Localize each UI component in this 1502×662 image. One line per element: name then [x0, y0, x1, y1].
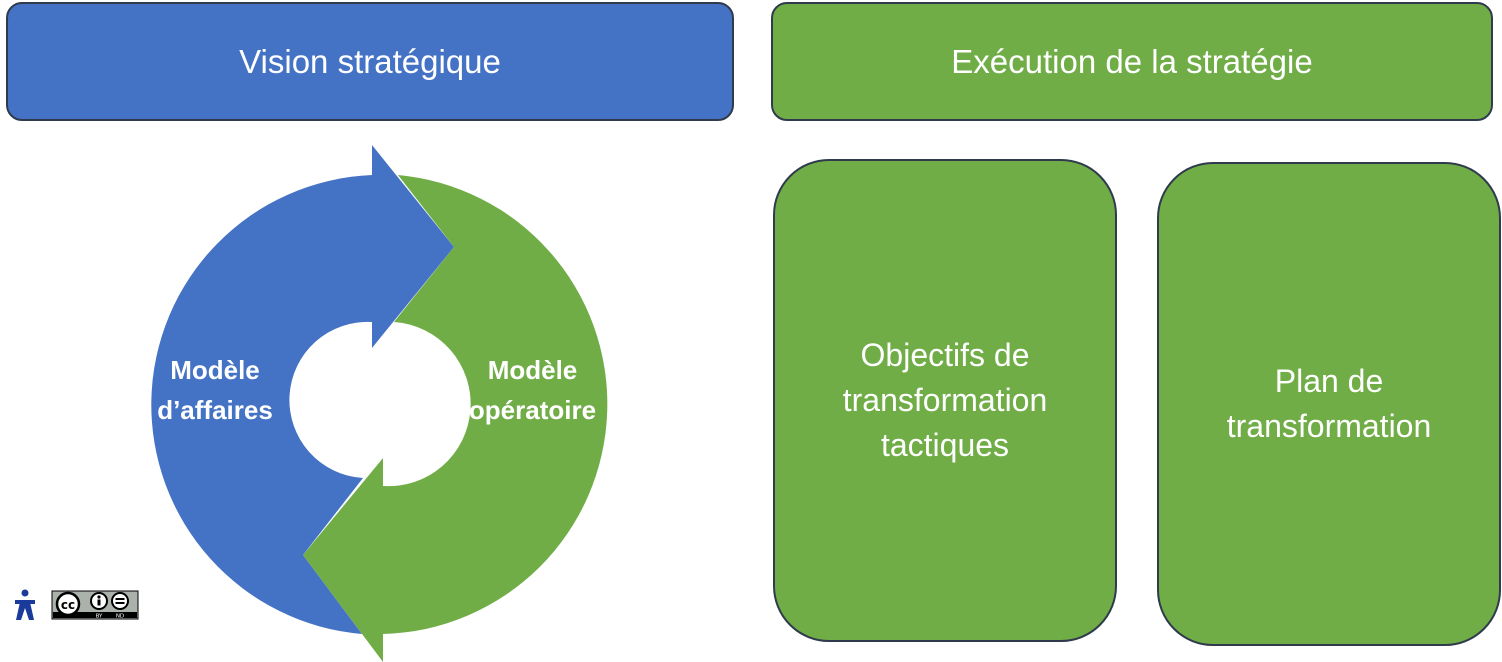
- vision-strategique-banner: Vision stratégique: [6, 2, 734, 121]
- objectifs-line3: tactiques: [880, 427, 1010, 463]
- objectifs-transformation-card: Objectifs de transformation tactiques: [773, 159, 1117, 642]
- cycle-diagram: [151, 145, 608, 662]
- operating-model-label-line2: opératoire: [468, 395, 597, 425]
- plan-line1: Plan de: [1274, 363, 1384, 399]
- operating-model-label-line1: Modèle: [487, 355, 578, 385]
- business-model-arrow: [151, 145, 454, 634]
- license-badges: cc BY ND: [15, 589, 139, 620]
- by-text: BY: [96, 614, 103, 620]
- business-model-label-line1: Modèle: [170, 355, 260, 385]
- cc-license-icon: cc BY ND: [51, 590, 139, 620]
- plan-transformation-card: Plan de transformation: [1157, 162, 1501, 646]
- objectifs-line2: transformation: [842, 382, 1048, 418]
- nd-text: ND: [116, 614, 124, 620]
- person-logo-icon: [15, 589, 35, 620]
- vision-title: Vision stratégique: [239, 42, 501, 80]
- cc-text: cc: [61, 598, 75, 612]
- operating-model-arrow: [303, 175, 608, 662]
- plan-line2: transformation: [1226, 408, 1432, 444]
- operating-model-label: Modèle opératoire: [455, 350, 610, 430]
- business-model-label-line2: d’affaires: [157, 395, 273, 425]
- execution-strategie-banner: Exécution de la stratégie: [771, 2, 1493, 121]
- execution-title: Exécution de la stratégie: [951, 42, 1313, 80]
- objectifs-line1: Objectifs de: [860, 337, 1030, 373]
- business-model-label: Modèle d’affaires: [150, 350, 280, 430]
